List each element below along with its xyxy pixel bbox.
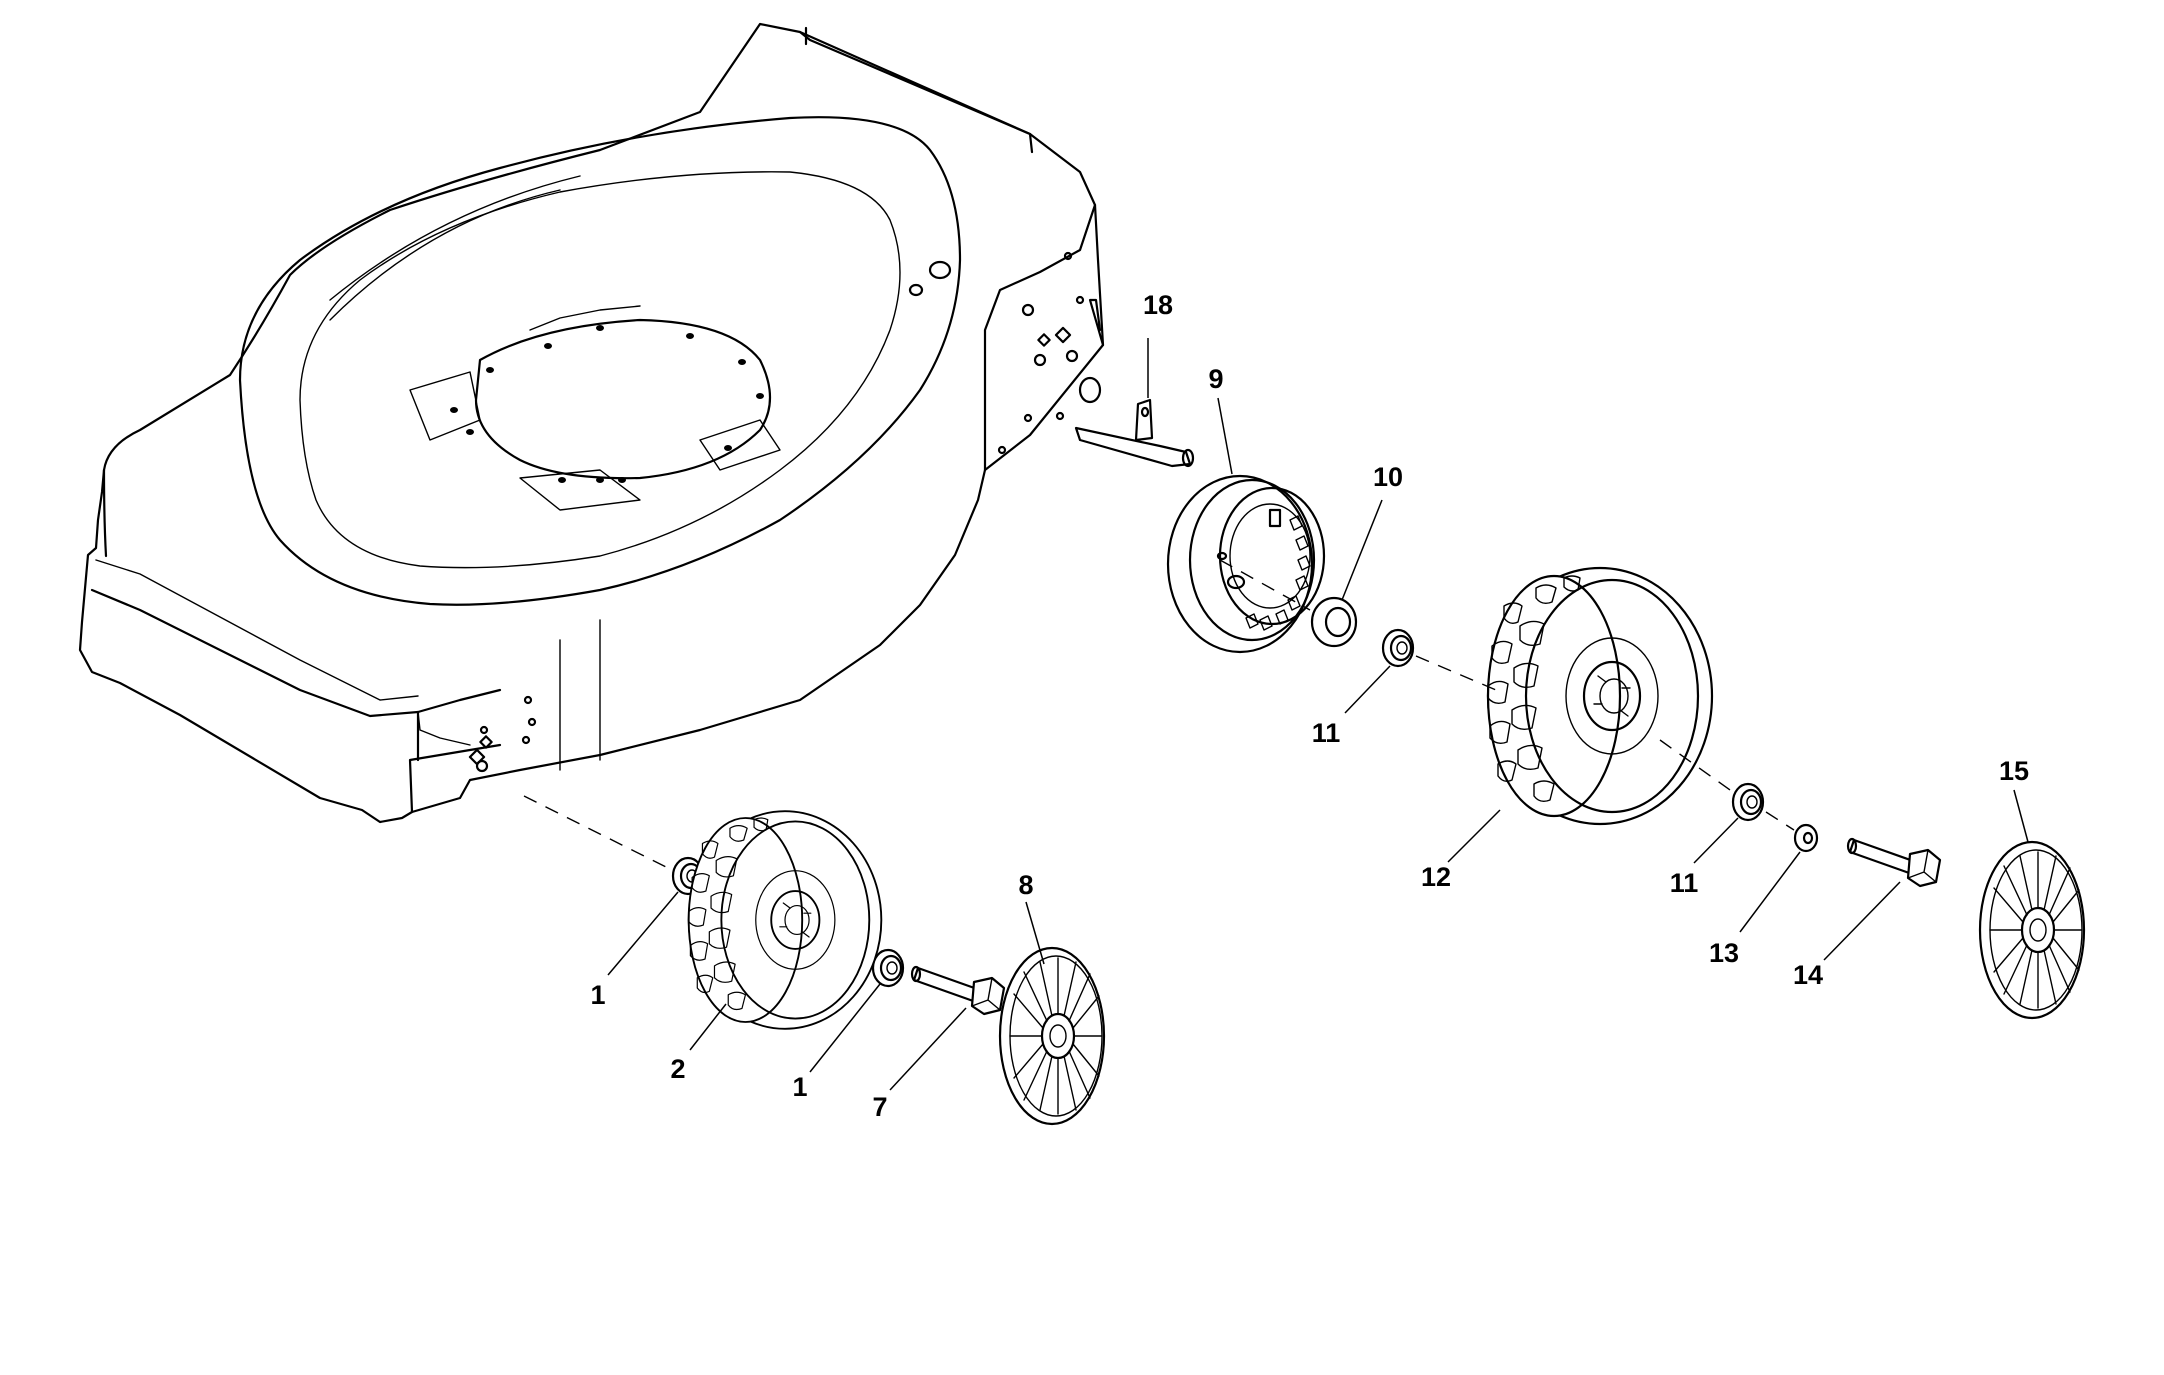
callout-18: 18 <box>1143 290 1173 320</box>
gear-ring-9 <box>1166 474 1326 654</box>
bushing-1-right <box>871 948 905 988</box>
callout-9: 9 <box>1208 364 1223 394</box>
callout-12: 12 <box>1421 862 1451 892</box>
spacer-10 <box>1310 596 1358 648</box>
callout-2: 2 <box>670 1054 685 1084</box>
washer-13 <box>1793 823 1819 853</box>
axle-18 <box>1074 398 1195 468</box>
callout-11-upper: 11 <box>1312 718 1341 748</box>
callout-10: 10 <box>1373 462 1403 492</box>
bolt-7 <box>910 965 1006 1016</box>
callout-labels: 18 9 10 11 12 11 13 14 15 1 2 1 7 8 <box>590 290 2029 1122</box>
mower-deck <box>78 22 1105 824</box>
callout-13: 13 <box>1709 938 1739 968</box>
callout-7: 7 <box>872 1092 887 1122</box>
hub-cap-8 <box>998 946 1106 1126</box>
bolt-14 <box>1846 837 1942 888</box>
hub-cap-15 <box>1978 840 2086 1020</box>
callout-15: 15 <box>1999 756 2029 786</box>
callout-11-lower: 11 <box>1670 868 1699 898</box>
assembly-lines <box>523 559 1795 871</box>
callout-1-left: 1 <box>590 980 605 1010</box>
bushing-11-upper <box>1381 628 1415 668</box>
wheel-2 <box>687 810 883 1030</box>
wheel-12 <box>1486 566 1714 826</box>
leader-lines <box>607 338 2029 1091</box>
bushing-11-lower <box>1731 782 1765 822</box>
callout-1-right: 1 <box>792 1072 807 1102</box>
callout-8: 8 <box>1018 870 1033 900</box>
callout-14: 14 <box>1793 960 1823 990</box>
